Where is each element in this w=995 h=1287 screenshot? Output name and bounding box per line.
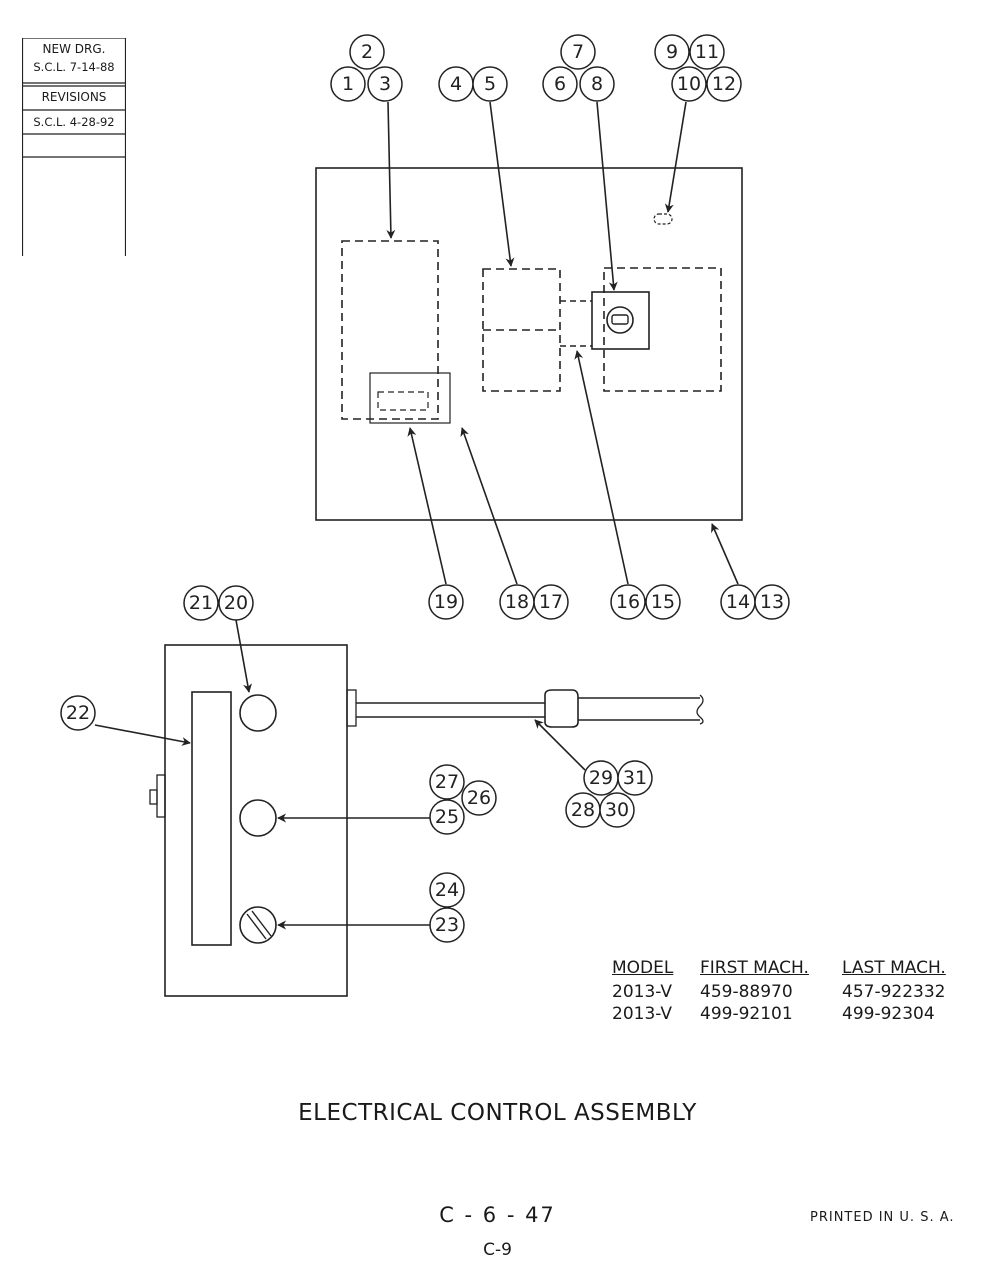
callout-11: 11 <box>695 41 719 63</box>
transformer-outline <box>482 268 561 392</box>
callout-24: 24 <box>435 879 459 901</box>
strain-relief <box>544 689 579 728</box>
last-mach-cell: 499-92304 <box>842 1004 935 1024</box>
revision-block: NEW DRG. S.C.L. 7-14-88 REVISIONS S.C.L.… <box>22 38 126 256</box>
callout-3: 3 <box>379 73 391 95</box>
last-mach-header: LAST MACH. <box>842 958 946 978</box>
model-header: MODEL <box>612 958 674 978</box>
callout-8: 8 <box>591 73 603 95</box>
pushbutton-start <box>239 694 277 732</box>
first-mach-header: FIRST MACH. <box>700 958 809 978</box>
enclosure-panel <box>315 167 743 521</box>
callout-20: 20 <box>224 592 248 614</box>
callout-7: 7 <box>572 41 584 63</box>
callout-31: 31 <box>623 767 647 789</box>
callout-10: 10 <box>677 73 701 95</box>
callout-16: 16 <box>616 591 640 613</box>
model-cell: 2013-V <box>612 1004 673 1024</box>
callout-2: 2 <box>361 41 373 63</box>
callout-28: 28 <box>571 799 595 821</box>
callout-5: 5 <box>484 73 496 95</box>
model-cell: 2013-V <box>612 982 673 1002</box>
callout-22: 22 <box>66 702 90 724</box>
revision-row-date-1: S.C.L. 7-14-88 <box>33 60 115 74</box>
nameplate <box>191 691 232 946</box>
last-mach-cell: 457-922332 <box>842 982 946 1002</box>
callout-21: 21 <box>189 592 213 614</box>
pushbutton-stop <box>239 799 277 837</box>
callout-12: 12 <box>712 73 736 95</box>
callout-19: 19 <box>434 591 458 613</box>
revision-row-date-2: S.C.L. 4-28-92 <box>33 115 115 129</box>
callout-27: 27 <box>435 771 459 793</box>
callout-26: 26 <box>467 787 491 809</box>
callout-9: 9 <box>666 41 678 63</box>
callout-4: 4 <box>450 73 462 95</box>
page-sub-number: C-9 <box>483 1240 512 1260</box>
callout-30: 30 <box>605 799 629 821</box>
callout-1: 1 <box>342 73 354 95</box>
heater-element-outline <box>377 391 429 411</box>
callout-14: 14 <box>726 591 750 613</box>
selector-knob <box>239 906 277 944</box>
grommet-outline <box>653 213 673 225</box>
first-mach-cell: 459-88970 <box>700 982 793 1002</box>
selector-switch-knob <box>606 306 634 334</box>
selector-switch-body <box>591 291 650 350</box>
callout-6: 6 <box>554 73 566 95</box>
page-number: C - 6 - 47 <box>439 1203 556 1227</box>
pushbutton-station-box <box>164 644 348 997</box>
callout-15: 15 <box>651 591 675 613</box>
callout-18: 18 <box>505 591 529 613</box>
contactor-outline <box>341 240 439 420</box>
first-mach-cell: 499-92101 <box>700 1004 793 1024</box>
drawing-title: ELECTRICAL CONTROL ASSEMBLY <box>298 1100 697 1126</box>
overload-relay-outline <box>369 372 451 424</box>
cord-connector <box>346 689 357 727</box>
callout-17: 17 <box>539 591 563 613</box>
terminal-block-outline <box>603 267 722 392</box>
callout-13: 13 <box>760 591 784 613</box>
revision-block-frame <box>22 38 126 256</box>
callout-25: 25 <box>435 806 459 828</box>
printed-in-usa: PRINTED IN U. S. A. <box>810 1210 955 1225</box>
callout-29: 29 <box>589 767 613 789</box>
callout-23: 23 <box>435 914 459 936</box>
revision-row-revisions: REVISIONS <box>41 90 107 104</box>
revision-row-new-drg: NEW DRG. <box>42 42 106 56</box>
